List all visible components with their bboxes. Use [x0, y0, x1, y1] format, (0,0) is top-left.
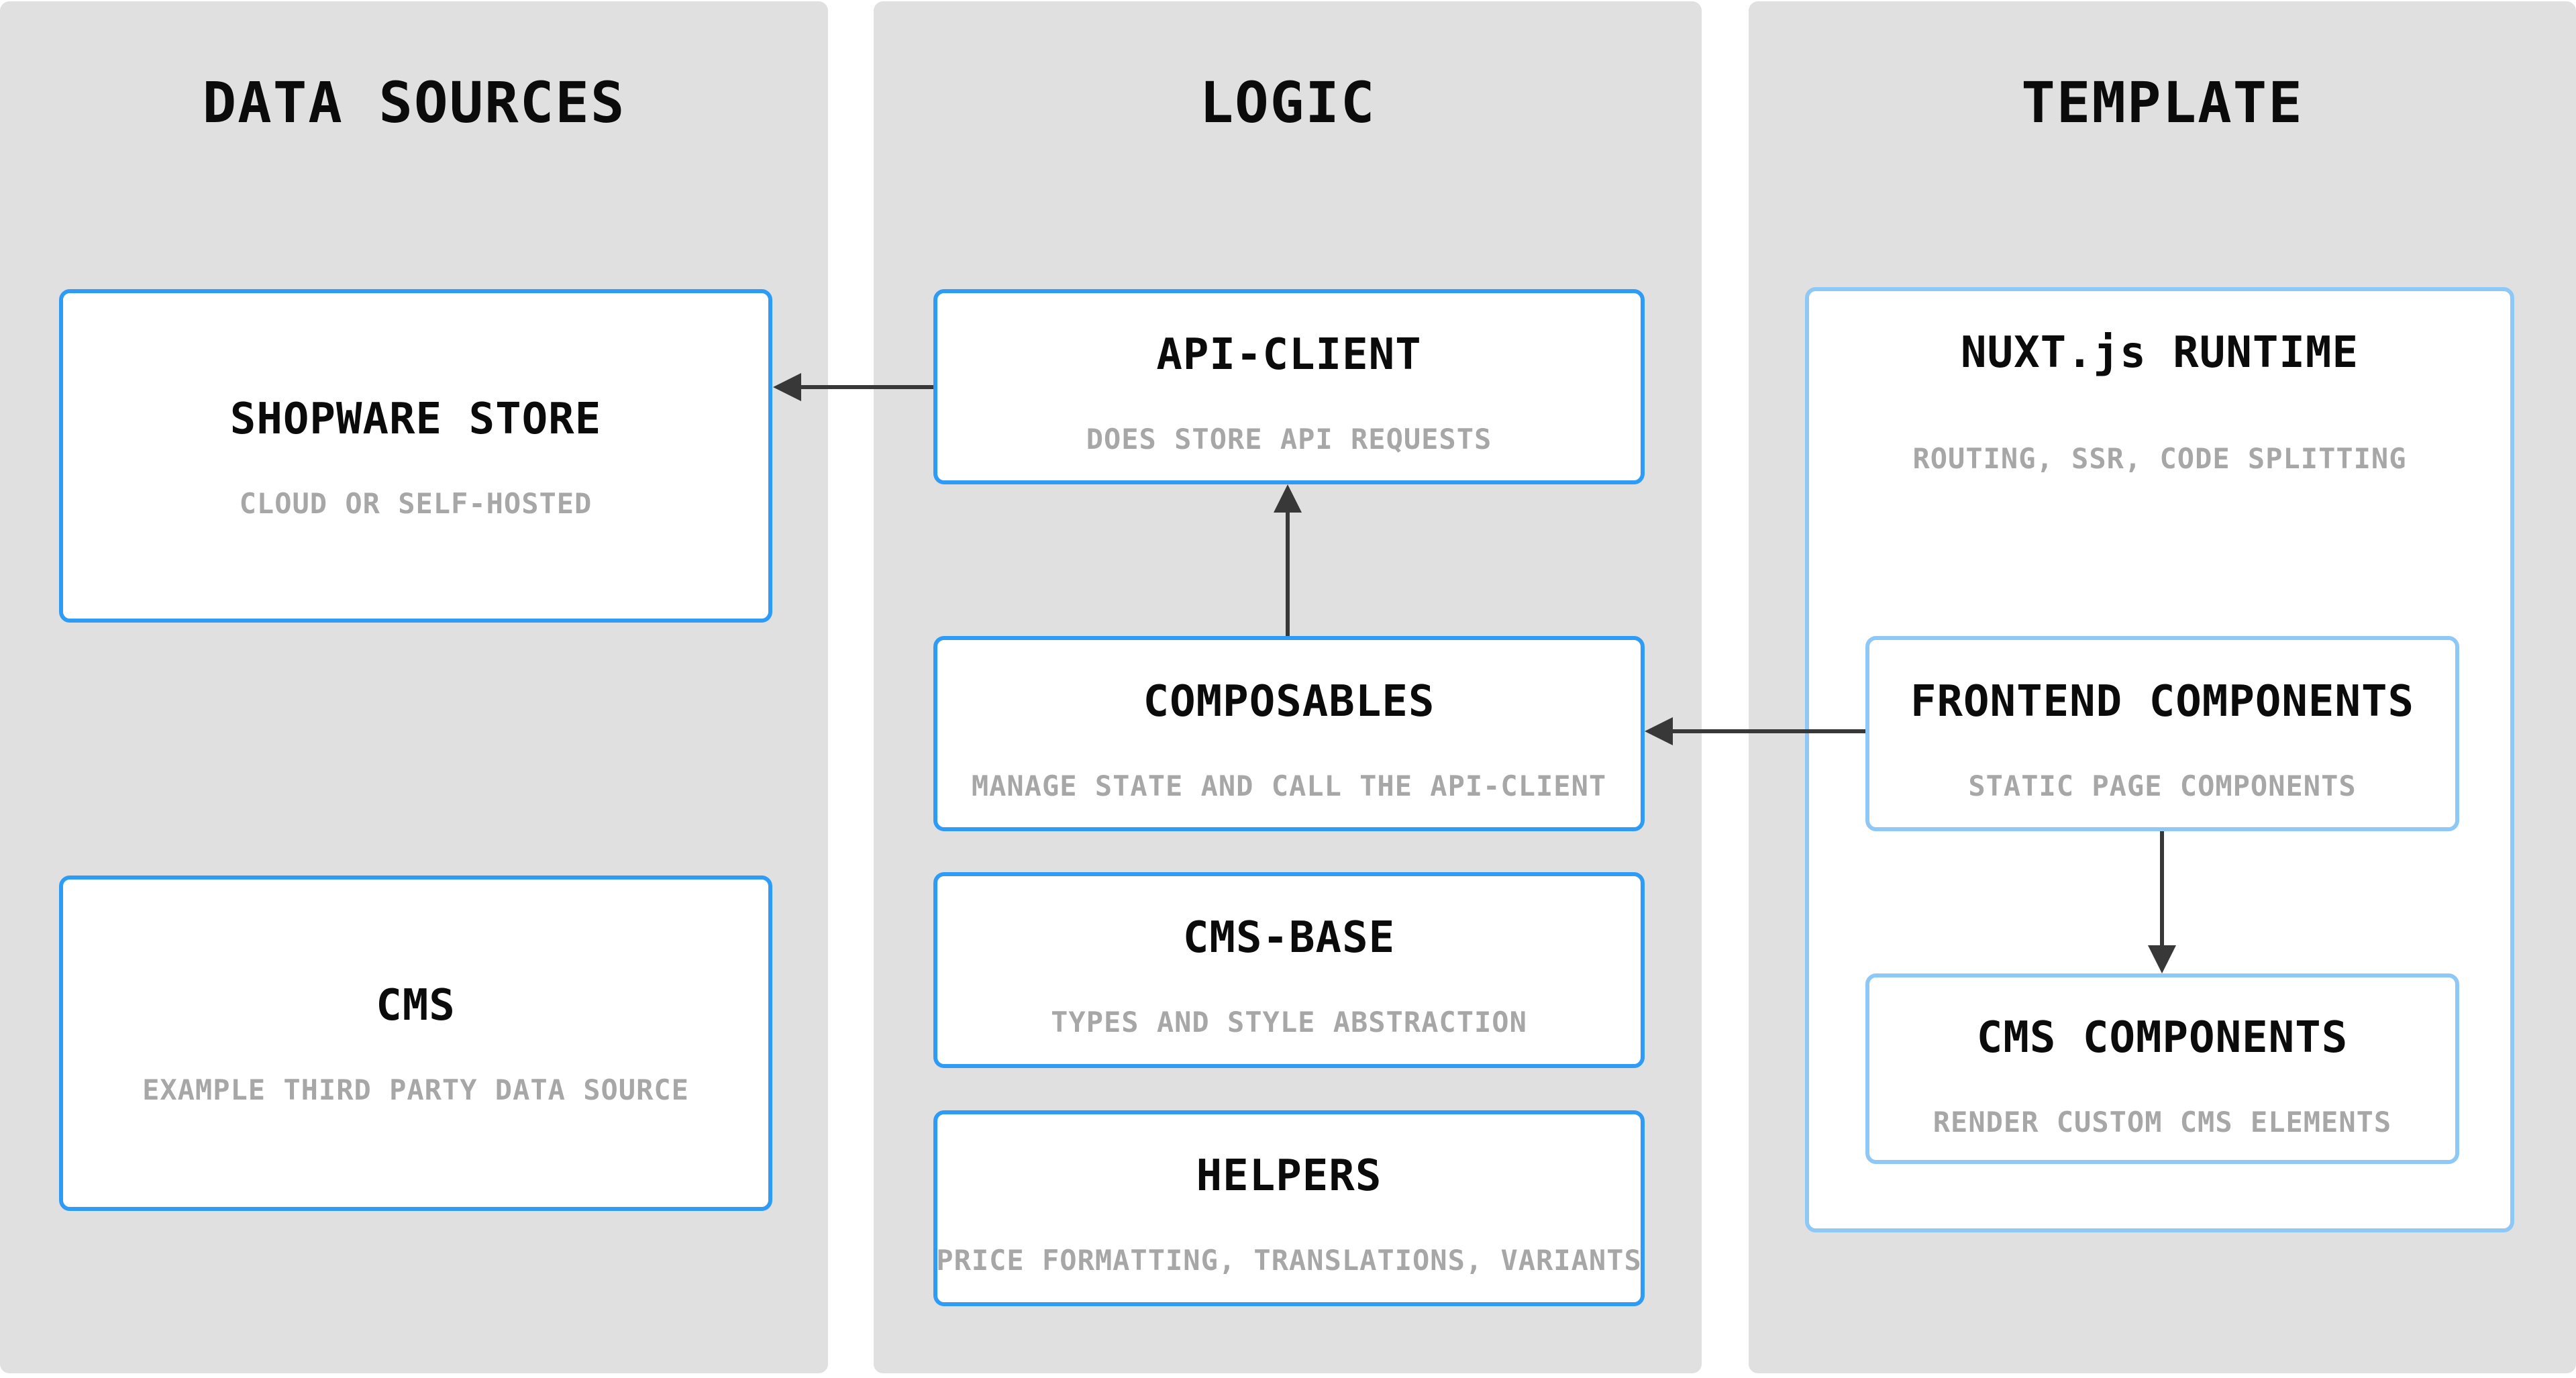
box-subtitle: CLOUD OR SELF-HOSTED — [239, 487, 593, 520]
box-cms-components: CMS COMPONENTS RENDER CUSTOM CMS ELEMENT… — [1865, 973, 2459, 1164]
arrow-frontend-components-to-cms-components — [2160, 831, 2164, 948]
box-helpers: HELPERS PRICE FORMATTING, TRANSLATIONS, … — [933, 1110, 1645, 1306]
box-subtitle: ROUTING, SSR, CODE SPLITTING — [1912, 442, 2407, 475]
box-subtitle: MANAGE STATE AND CALL THE API-CLIENT — [971, 770, 1607, 802]
box-subtitle: TYPES AND STYLE ABSTRACTION — [1051, 1006, 1527, 1039]
column-title-template: TEMPLATE — [2021, 70, 2304, 136]
box-subtitle: STATIC PAGE COMPONENTS — [1968, 770, 2357, 802]
arrow-api-client-to-shopware-store — [801, 385, 933, 389]
box-title: CMS-BASE — [1182, 913, 1396, 963]
box-cms: CMS EXAMPLE THIRD PARTY DATA SOURCE — [59, 876, 772, 1211]
box-title: NUXT.js RUNTIME — [1961, 328, 2359, 378]
column-title-data-sources: DATA SOURCES — [202, 70, 626, 136]
box-title: SHOPWARE STORE — [229, 394, 602, 444]
box-title: COMPOSABLES — [1143, 677, 1435, 727]
arrowhead-left-icon — [773, 373, 801, 401]
box-title: API-CLIENT — [1156, 330, 1422, 380]
arrow-composables-to-api-client — [1286, 510, 1290, 636]
box-subtitle: DOES STORE API REQUESTS — [1086, 423, 1492, 456]
box-subtitle: RENDER CUSTOM CMS ELEMENTS — [1933, 1106, 2392, 1138]
arrow-frontend-components-to-composables — [1673, 729, 1865, 733]
arrowhead-down-icon — [2148, 945, 2176, 973]
box-nuxt-runtime: NUXT.js RUNTIME ROUTING, SSR, CODE SPLIT… — [1805, 287, 2514, 1232]
box-shopware-store: SHOPWARE STORE CLOUD OR SELF-HOSTED — [59, 289, 772, 623]
box-cms-base: CMS-BASE TYPES AND STYLE ABSTRACTION — [933, 872, 1645, 1068]
box-title: CMS — [376, 981, 456, 1030]
box-composables: COMPOSABLES MANAGE STATE AND CALL THE AP… — [933, 636, 1645, 831]
box-title: CMS COMPONENTS — [1976, 1013, 2349, 1063]
box-subtitle: PRICE FORMATTING, TRANSLATIONS, VARIANTS — [936, 1244, 1642, 1277]
column-title-logic: LOGIC — [1199, 70, 1376, 136]
box-title: FRONTEND COMPONENTS — [1910, 677, 2415, 727]
box-subtitle: EXAMPLE THIRD PARTY DATA SOURCE — [142, 1073, 689, 1106]
box-frontend-components: FRONTEND COMPONENTS STATIC PAGE COMPONEN… — [1865, 636, 2459, 831]
box-title: HELPERS — [1196, 1151, 1382, 1201]
arrowhead-up-icon — [1274, 484, 1302, 513]
arrowhead-left-icon — [1645, 717, 1673, 745]
box-api-client: API-CLIENT DOES STORE API REQUESTS — [933, 289, 1645, 484]
